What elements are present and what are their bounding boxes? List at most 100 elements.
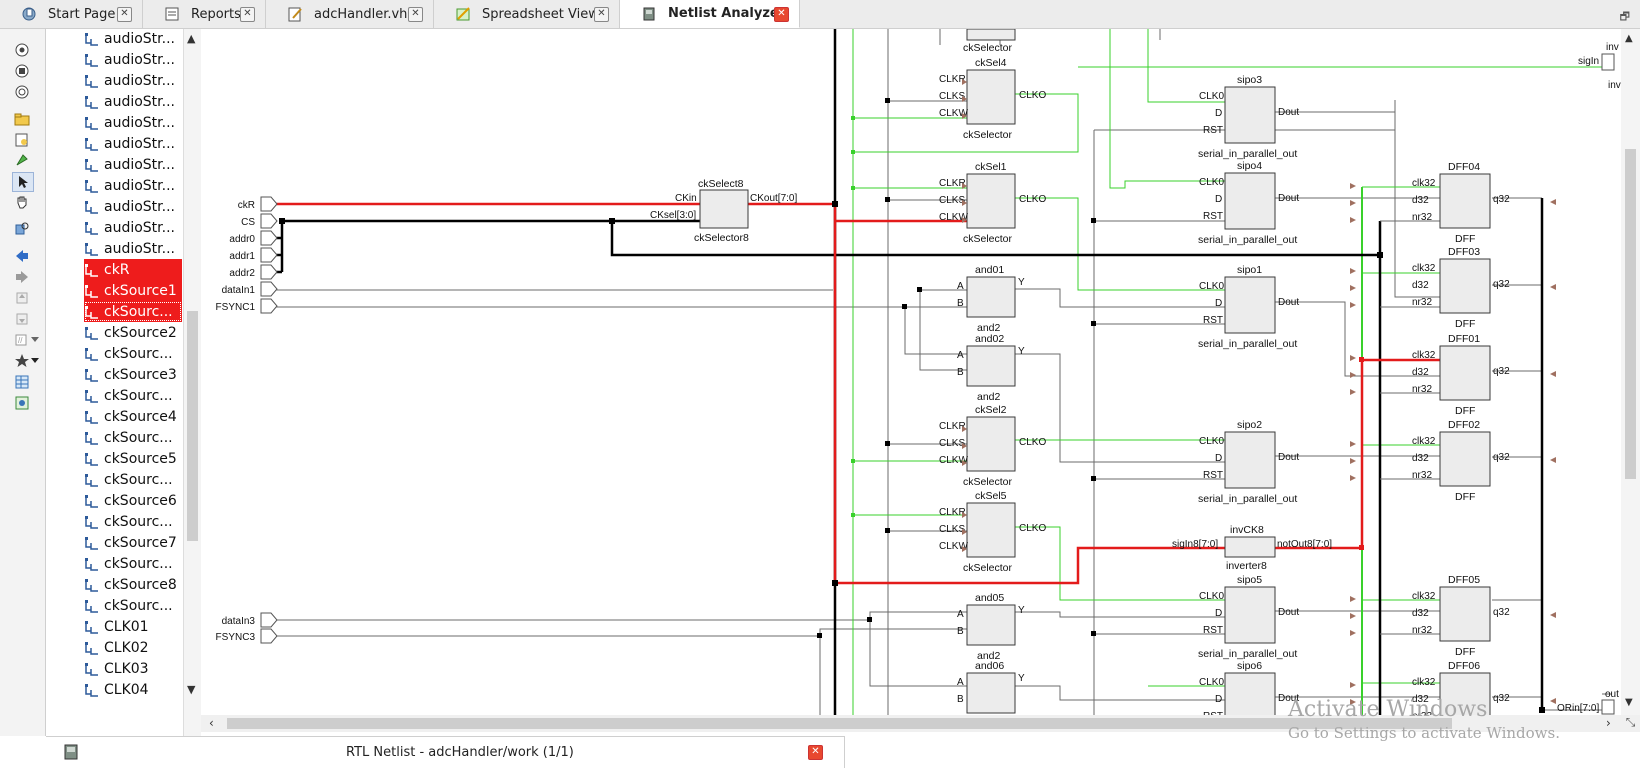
scroll-up-icon[interactable]: ▲ [187, 32, 196, 45]
tree-item[interactable]: ckSource6 [84, 490, 183, 511]
tree-item[interactable]: ckSourc... [84, 385, 183, 406]
scroll-up-icon[interactable]: ▲ [1625, 33, 1633, 44]
output-port[interactable] [1601, 699, 1615, 715]
tree-item[interactable]: audioStr... [84, 29, 183, 49]
highlight-icon[interactable] [12, 151, 32, 169]
scroll-left-icon[interactable]: ‹ [209, 716, 214, 730]
dropdown-arrow-icon[interactable] [30, 331, 40, 349]
tree-item[interactable]: ckSourc... [84, 553, 183, 574]
tab-spreadsheet-view[interactable]: Spreadsheet View ✕ [434, 0, 620, 28]
scroll-right-icon[interactable]: › [1606, 716, 1611, 730]
close-icon[interactable]: ✕ [240, 7, 255, 22]
view-icon[interactable] [12, 41, 32, 59]
hierarchy-view-icon[interactable] [12, 83, 32, 101]
tree-item[interactable]: audioStr... [84, 112, 183, 133]
pan-hand-icon[interactable] [12, 193, 32, 211]
tree-item[interactable]: ckSource8 [84, 574, 183, 595]
tree-item[interactable]: CLK01 [84, 616, 183, 637]
cell-invck8[interactable]: invCK8 sigIn8[7:0] notOut8[7:0] inverter… [1172, 524, 1332, 572]
tree-item[interactable]: audioStr... [84, 49, 183, 70]
scroll-down-icon[interactable]: ▼ [187, 683, 196, 696]
tree-item[interactable]: ckSource2 [84, 322, 183, 343]
input-port[interactable]: FSYNC3 [216, 628, 278, 644]
tree-item[interactable]: CLK04 [84, 679, 183, 700]
select-pointer-icon[interactable] [12, 172, 34, 192]
tree-item[interactable]: audioStr... [84, 196, 183, 217]
tree-item[interactable]: ckSourc... [84, 511, 183, 532]
tree-item[interactable]: ckSourc... [84, 427, 183, 448]
input-port[interactable]: dataIn1 [222, 281, 278, 297]
canvas-horizontal-scrollbar[interactable]: ‹ › [201, 715, 1621, 732]
tree-item[interactable]: audioStr... [84, 133, 183, 154]
bookmark-star-icon[interactable] [12, 352, 32, 370]
resize-grip-icon[interactable]: ⤡ [1621, 715, 1640, 732]
tab-netlist-analyzer[interactable]: Netlist Analyzer ✕ [620, 0, 800, 28]
comment-icon[interactable]: // [12, 331, 32, 349]
input-port[interactable]: addr0 [229, 230, 278, 246]
tree-scrollbar-thumb[interactable] [187, 311, 198, 541]
forward-icon[interactable] [12, 268, 32, 286]
tree-item[interactable]: ckSourc... [84, 595, 183, 616]
tree-item[interactable]: audioStr... [84, 91, 183, 112]
input-port[interactable]: ckR [238, 196, 278, 212]
tree-item[interactable]: ckSourc... [84, 469, 183, 490]
schematic-canvas[interactable]: .box { fill:#ececec; stroke:#3a3a3a; str… [201, 29, 1640, 715]
input-port[interactable]: addr1 [229, 247, 278, 263]
go-down-icon[interactable] [12, 310, 32, 328]
rtl-netlist-tab[interactable]: RTL Netlist - adcHandler/work (1/1) ✕ [46, 736, 845, 768]
cell-sipo6[interactable]: sipo6CLK0DRSTDout [1199, 660, 1299, 715]
go-up-icon[interactable] [12, 289, 32, 307]
close-icon[interactable]: ✕ [594, 7, 609, 22]
close-icon[interactable]: ✕ [808, 745, 823, 760]
tree-item[interactable]: ckSource1 [84, 280, 182, 301]
tree-item[interactable]: ckSource3 [84, 364, 183, 385]
input-port[interactable]: dataIn3 [222, 612, 278, 628]
canvas-hscroll-thumb[interactable] [227, 718, 1452, 729]
tree-item[interactable]: ckSource4 [84, 406, 183, 427]
schematic-view-icon[interactable] [12, 62, 32, 80]
tree-item[interactable]: ckSource7 [84, 532, 183, 553]
close-icon[interactable]: ✕ [774, 7, 789, 22]
cell-partial[interactable] [966, 29, 1016, 41]
input-port[interactable]: FSYNC1 [216, 298, 278, 314]
tree-item[interactable]: ckR [84, 259, 182, 280]
tree-item[interactable]: audioStr... [84, 70, 183, 91]
find-icon[interactable] [12, 220, 32, 238]
input-port[interactable]: CS [241, 213, 278, 229]
tree-item[interactable]: audioStr... [84, 238, 183, 259]
back-icon[interactable] [12, 247, 32, 265]
scroll-down-icon[interactable]: ▼ [1625, 697, 1633, 708]
tree-item[interactable]: audioStr... [84, 154, 183, 175]
export-icon[interactable] [12, 131, 32, 149]
tree-item[interactable]: ckSourc... [84, 301, 182, 322]
close-icon[interactable]: ✕ [408, 7, 423, 22]
tree-scrollbar[interactable]: ▲ ▼ [183, 29, 201, 736]
tree-item[interactable]: audioStr... [84, 217, 183, 238]
tree-item[interactable]: ckSource5 [84, 448, 183, 469]
tab-reports[interactable]: Reports ✕ [143, 0, 266, 28]
tree-item[interactable]: ckSourc... [84, 343, 183, 364]
tree-item[interactable]: audioStr... [84, 175, 183, 196]
tree-item[interactable]: CLK03 [84, 658, 183, 679]
cell-ckselect8[interactable]: ckSelect8 CKin CKsel[3:0] CKout[7:0] ckS… [650, 178, 797, 244]
properties-icon[interactable] [12, 394, 32, 412]
restore-window-icon[interactable]: 🗗 [1619, 10, 1630, 23]
canvas-vscroll-thumb[interactable] [1625, 149, 1636, 479]
